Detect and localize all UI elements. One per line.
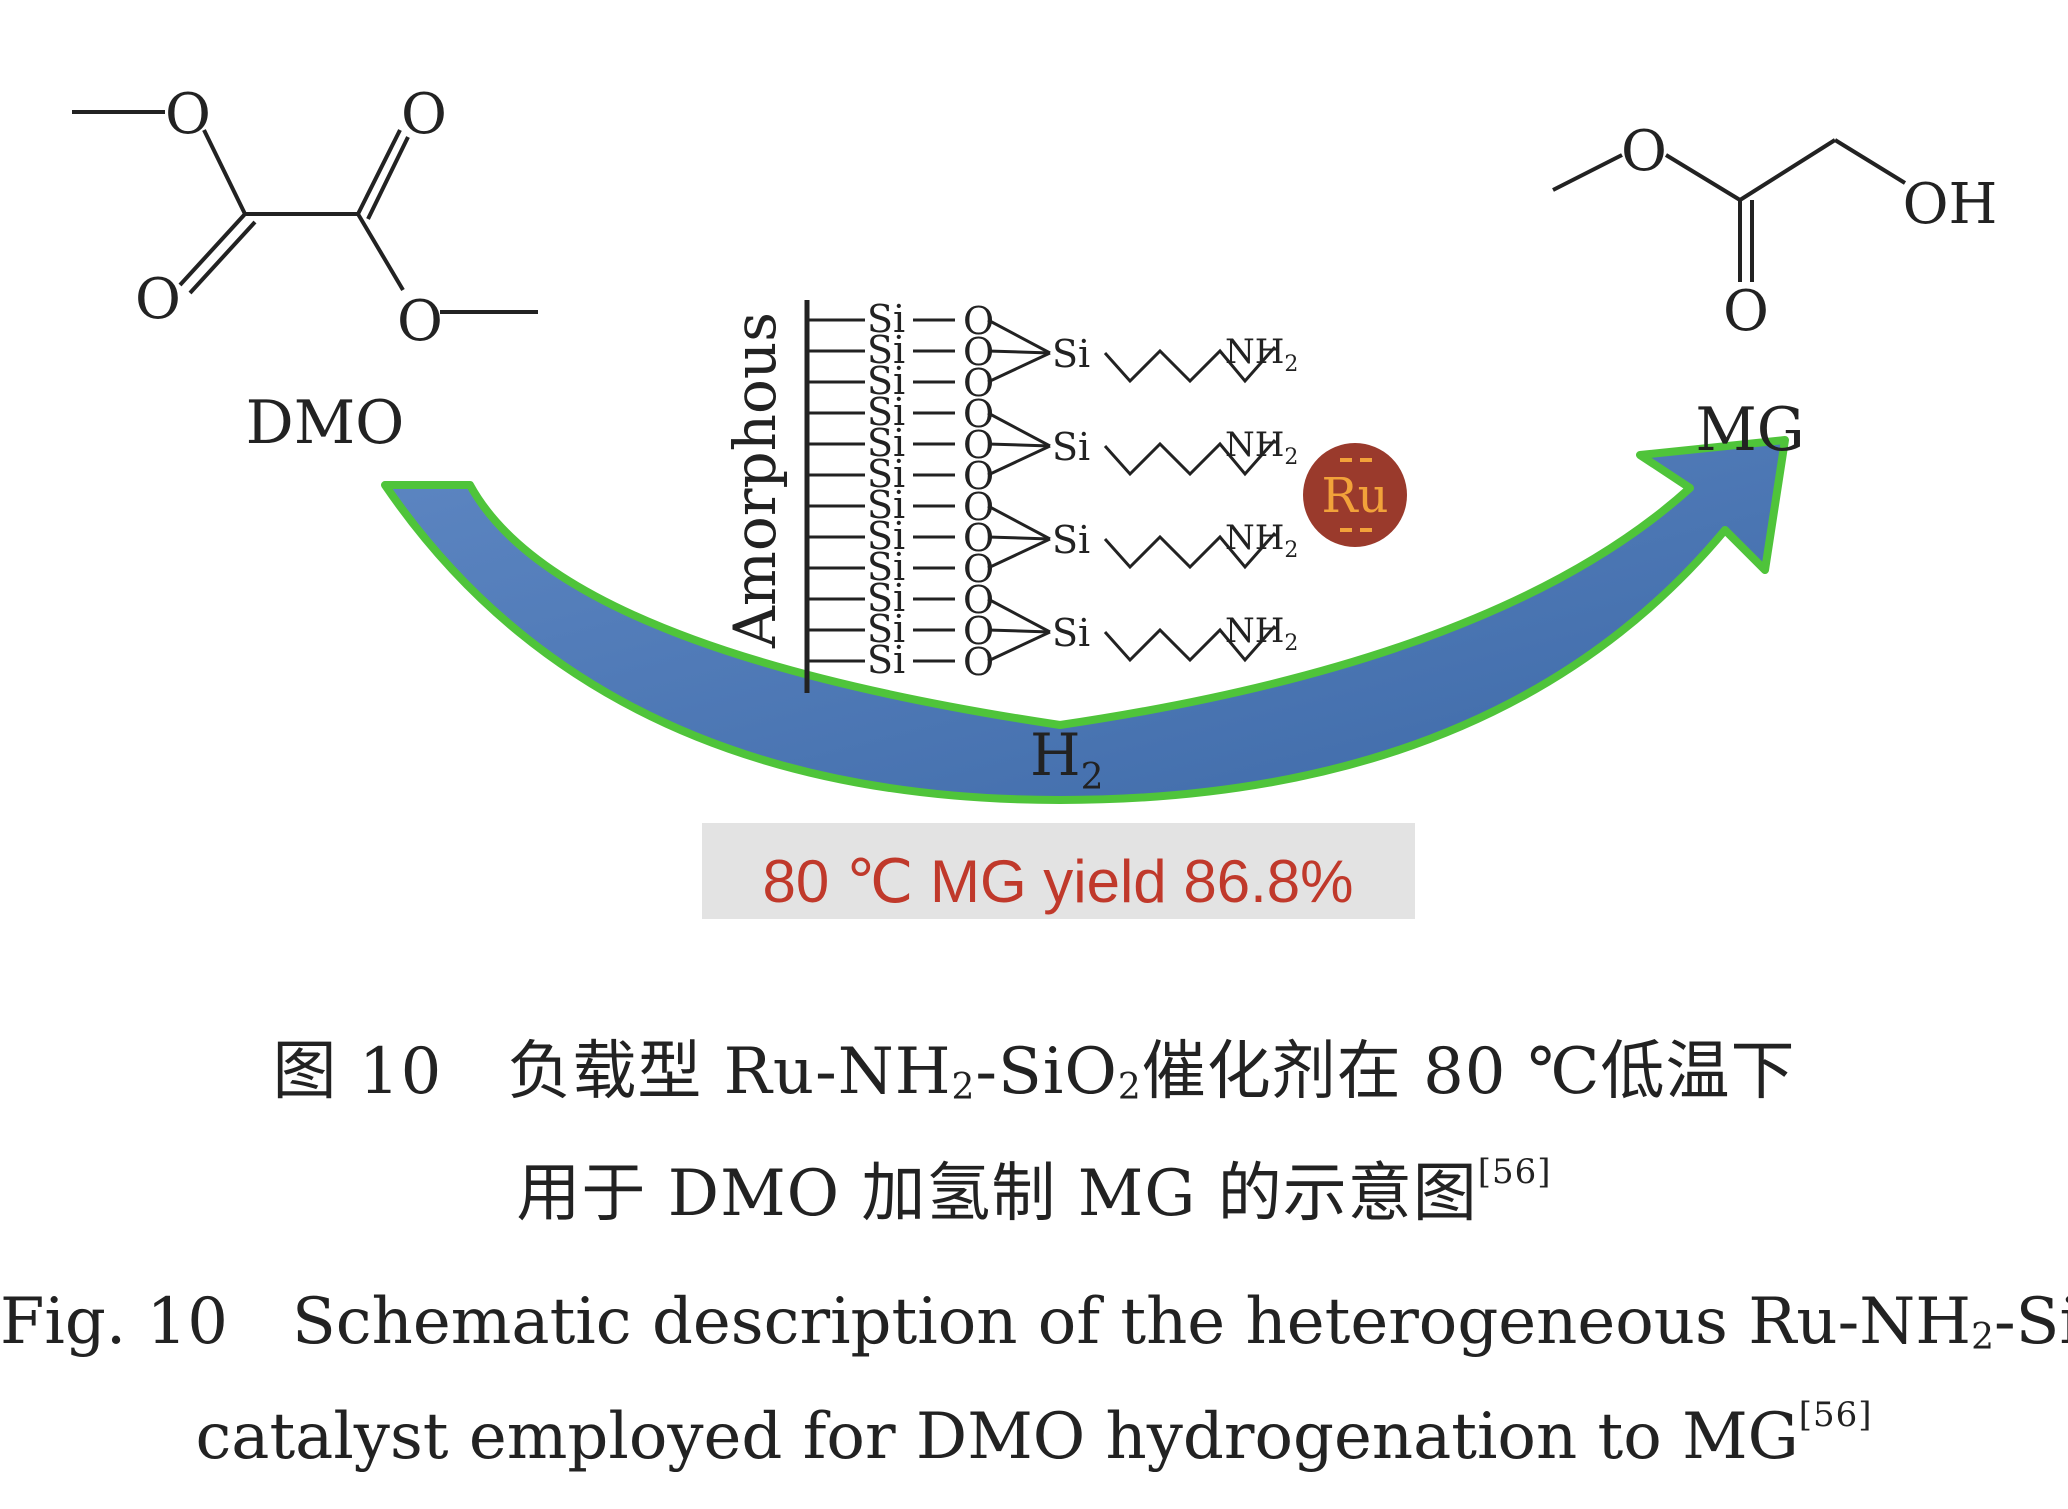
support-label: Amorphous (721, 312, 789, 649)
dmo-atoms: O O O O (135, 82, 447, 354)
si-atom: Si (867, 359, 905, 403)
si-atom: Si (867, 483, 905, 527)
ru-nanoparticle: Ru (1303, 443, 1407, 547)
si-atom: Si (867, 607, 905, 651)
si-o-bond (987, 444, 1051, 477)
dmo-atom-o: O (165, 82, 211, 147)
h2-label: H2 (1030, 721, 1104, 798)
si-o-bond (987, 535, 1051, 541)
si-o-bond (987, 349, 1051, 355)
silane-si-atom: Si (1052, 611, 1090, 655)
caption-subscript: 2 (1117, 1067, 1142, 1108)
si-atom: Si (867, 545, 905, 589)
caption-reference: [56] (1477, 1152, 1552, 1192)
silane-si-atom: Si (1052, 425, 1090, 469)
si-o-bond (987, 411, 1051, 448)
si-o-bond (987, 504, 1051, 541)
amine-group: NH2 (1225, 425, 1298, 470)
si-atom: Si (867, 576, 905, 620)
mg-atom-oh: OH (1903, 172, 1998, 237)
si-atom: Si (867, 328, 905, 372)
propyl-chain (1103, 532, 1277, 570)
dmo-atom-o: O (135, 267, 181, 332)
amine-group: NH2 (1225, 611, 1298, 656)
si-o-bond (987, 628, 1051, 634)
condition-text: 80 ℃ MG yield 86.8% (763, 848, 1354, 915)
si-o-bond (987, 537, 1051, 570)
caption-text: -SiO (975, 1035, 1118, 1109)
dmo-structure (72, 110, 538, 314)
propyl-chain (1103, 625, 1277, 663)
amine-group: NH2 (1225, 518, 1298, 563)
mg-atoms: O O OH (1621, 119, 1997, 344)
dmo-atom-o: O (397, 289, 443, 354)
si-atom: Si (867, 514, 905, 558)
mg-atom-o: O (1723, 279, 1769, 344)
reaction-scheme: O O O O DMO O O OH MG Amorphous SiSiSiSi… (72, 82, 1997, 919)
condition-box (702, 823, 1415, 919)
caption-text: 催化剂在 80 ℃低温下 (1141, 1035, 1796, 1109)
si-o-bond (987, 318, 1051, 355)
mg-atom-o: O (1621, 119, 1667, 184)
si-atom: Si (867, 452, 905, 496)
caption-text: -SiO (1993, 1285, 2068, 1359)
si-atom: Si (867, 421, 905, 465)
caption-en-line2: catalyst employed for DMO hydrogenation … (0, 1395, 2068, 1474)
amine-group: NH2 (1225, 332, 1298, 377)
si-atom: Si (867, 638, 905, 682)
dmo-label: DMO (246, 388, 405, 458)
silane-si-atom: Si (1052, 518, 1090, 562)
propyl-chain (1103, 439, 1277, 477)
caption-zh-line2: 用于 DMO 加氢制 MG 的示意图[56] (0, 1142, 2068, 1234)
ru-label: Ru (1321, 468, 1388, 524)
caption-text: 图 10 负载型 Ru-NH (272, 1035, 952, 1109)
caption-en-line1: Fig. 10 Schematic description of the het… (0, 1270, 2068, 1362)
mg-label: MG (1695, 395, 1804, 465)
caption-text: 用于 DMO 加氢制 MG 的示意图 (516, 1157, 1478, 1231)
caption-subscript: 2 (1971, 1317, 1994, 1358)
caption-zh-line1: 图 10 负载型 Ru-NH2-SiO2催化剂在 80 ℃低温下 (0, 1020, 2068, 1112)
si-atom: Si (867, 390, 905, 434)
caption-text: Fig. 10 Schematic description of the het… (0, 1285, 1972, 1359)
caption-reference: [56] (1798, 1395, 1873, 1435)
caption-subscript: 2 (951, 1067, 976, 1108)
silane-si-atom: Si (1052, 332, 1090, 376)
dmo-atom-o: O (401, 82, 447, 147)
si-atom: Si (867, 297, 905, 341)
o-atom: O (963, 640, 994, 684)
mg-structure (1552, 138, 1907, 282)
caption-text: catalyst employed for DMO hydrogenation … (195, 1400, 1799, 1474)
si-o-bond (987, 630, 1051, 663)
si-o-bond (987, 351, 1051, 384)
si-o-bond (987, 442, 1051, 448)
si-o-bond (987, 597, 1051, 634)
propyl-chain (1103, 346, 1277, 384)
